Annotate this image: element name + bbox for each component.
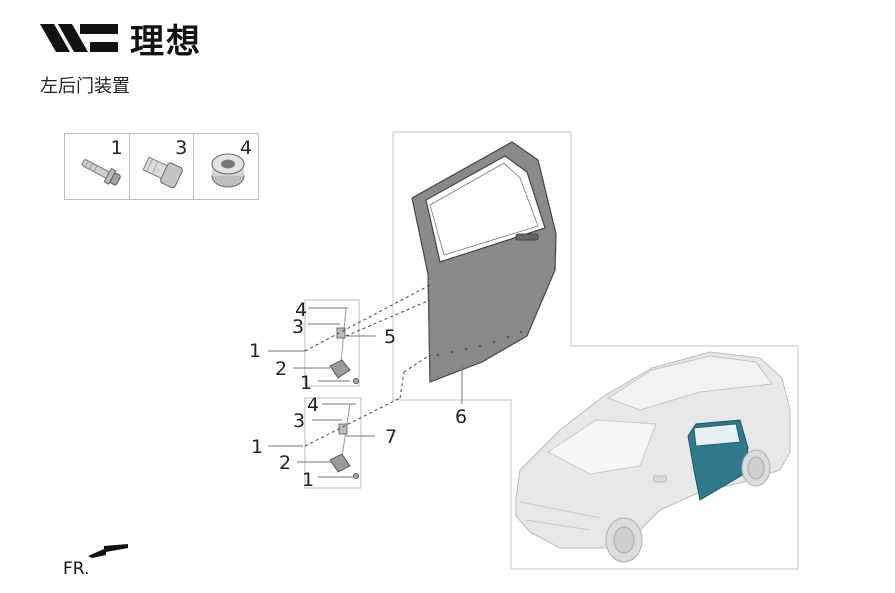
- callout-lower-assembly: 7: [385, 426, 397, 448]
- callout-upper-1: 1: [249, 340, 261, 362]
- bushing-icon: [211, 153, 245, 188]
- bolt-icon: [81, 159, 121, 186]
- callout-upper-assembly: 5: [384, 326, 396, 348]
- parts-legend: 1 3 4: [64, 133, 259, 200]
- callout-upper-4: 4: [295, 299, 307, 321]
- brand-logo: 理想: [40, 14, 202, 63]
- vehicle-locator-illustration: [515, 351, 791, 563]
- upper-hinge-assembly: [268, 284, 431, 387]
- front-arrow-icon: [88, 544, 128, 558]
- legend-number: 4: [239, 137, 253, 159]
- panel-outline: [392, 131, 799, 570]
- li-auto-logo-icon: [40, 23, 118, 52]
- brand-name: 理想: [130, 22, 202, 62]
- callout-upper-1b: 1: [300, 372, 312, 394]
- nut-icon: [142, 156, 183, 189]
- section-title: 左后门装置: [40, 76, 130, 97]
- rear-door-panel: [411, 141, 557, 383]
- callout-lower-1: 1: [251, 436, 263, 458]
- callout-lower-1b: 1: [302, 469, 314, 491]
- legend-number: 1: [110, 137, 123, 159]
- callout-door: 6: [455, 406, 467, 428]
- callout-upper-3: 3: [292, 316, 304, 338]
- legend-item-nut: 3: [130, 134, 195, 199]
- legend-number: 3: [175, 137, 188, 159]
- lower-hinge-assembly: [268, 354, 431, 489]
- legend-item-bolt: 1: [65, 134, 130, 199]
- legend-item-bushing: 4: [194, 134, 258, 199]
- callout-upper-2: 2: [275, 358, 287, 380]
- callout-lower-2: 2: [279, 452, 291, 474]
- callout-lower-4: 4: [307, 394, 319, 416]
- callout-lower-3: 3: [293, 410, 305, 432]
- front-orientation-label: FR.: [63, 559, 90, 579]
